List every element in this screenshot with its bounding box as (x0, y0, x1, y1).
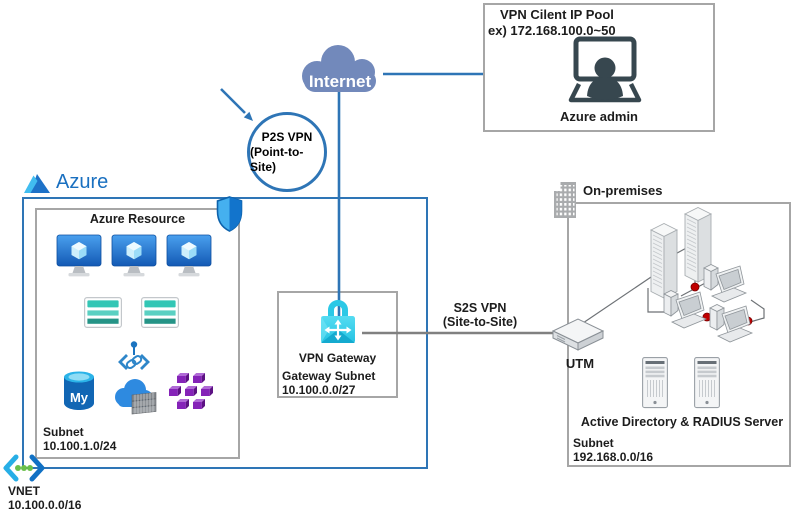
s2s-vpn-line1: S2S VPN (453, 301, 507, 315)
building-icon (554, 182, 576, 218)
vpn-gateway-label: VPN Gateway (298, 351, 377, 365)
mysql-label: My (70, 390, 89, 405)
gateway-subnet-value: 10.100.0.0/27 (282, 383, 356, 397)
azure-brand: Azure (24, 171, 108, 194)
resource-subnet-value: 10.100.1.0/24 (43, 439, 117, 453)
p2s-vpn-badge: P2S VPN (Point-to-Site) (247, 112, 327, 192)
on-premises-title: On-premises (583, 183, 663, 198)
security-shield-icon (216, 196, 243, 232)
mysql-db-icon: My (64, 371, 94, 410)
utm-label: UTM (565, 356, 595, 371)
s2s-vpn-label: S2S VPN (Site-to-Site) (428, 301, 532, 329)
cloud-services-icon (115, 379, 157, 415)
s2s-vpn-line2: (Site-to-Site) (442, 315, 518, 329)
vnet-icon (3, 454, 45, 482)
azure-brand-label: Azure (56, 171, 109, 193)
azure-logo-icon (24, 173, 50, 193)
gateway-subnet-label: Gateway Subnet (282, 369, 376, 383)
arrow-head-icon (243, 111, 253, 121)
vm-icon (111, 234, 157, 277)
internet-label: Internet (309, 72, 372, 91)
vpn-lock-icon (321, 300, 355, 343)
app-service-icon (84, 297, 122, 328)
vpn-client-pool-title-line1: VPN Cilent IP Pool (500, 7, 614, 22)
tower-server-icon (694, 357, 720, 409)
vpn-client-pool-title-line2: ex) 172.168.100.0~50 (488, 23, 616, 38)
vnet-label: VNET (8, 484, 41, 498)
onprem-subnet-value: 192.168.0.0/16 (573, 450, 654, 464)
ad-radius-server-label: Active Directory & RADIUS Server (580, 415, 784, 429)
azure-admin-icon (568, 36, 642, 103)
p2s-vpn-line1: P2S VPN (261, 129, 313, 144)
internet-cloud-icon: Internet (302, 45, 376, 92)
app-service-icon (141, 297, 179, 328)
desktop-pc-icon (709, 304, 753, 343)
onprem-subnet-label: Subnet (573, 436, 614, 450)
azure-admin-label: Azure admin (559, 109, 638, 124)
resource-subnet-label: Subnet (43, 425, 84, 439)
vm-icon (56, 234, 102, 277)
vnet-value: 10.100.0.0/16 (8, 498, 82, 512)
vm-icon (166, 234, 212, 277)
p2s-vpn-line2: (Point-to-Site) (250, 144, 304, 174)
api-management-icon (118, 341, 150, 370)
utm-appliance-icon (551, 318, 605, 351)
arrow-icon (220, 88, 246, 114)
azure-resource-title: Azure Resource (89, 212, 186, 226)
tower-server-icon (642, 357, 668, 409)
vpn-gateway-box (277, 291, 398, 398)
container-group-icon (169, 373, 213, 409)
